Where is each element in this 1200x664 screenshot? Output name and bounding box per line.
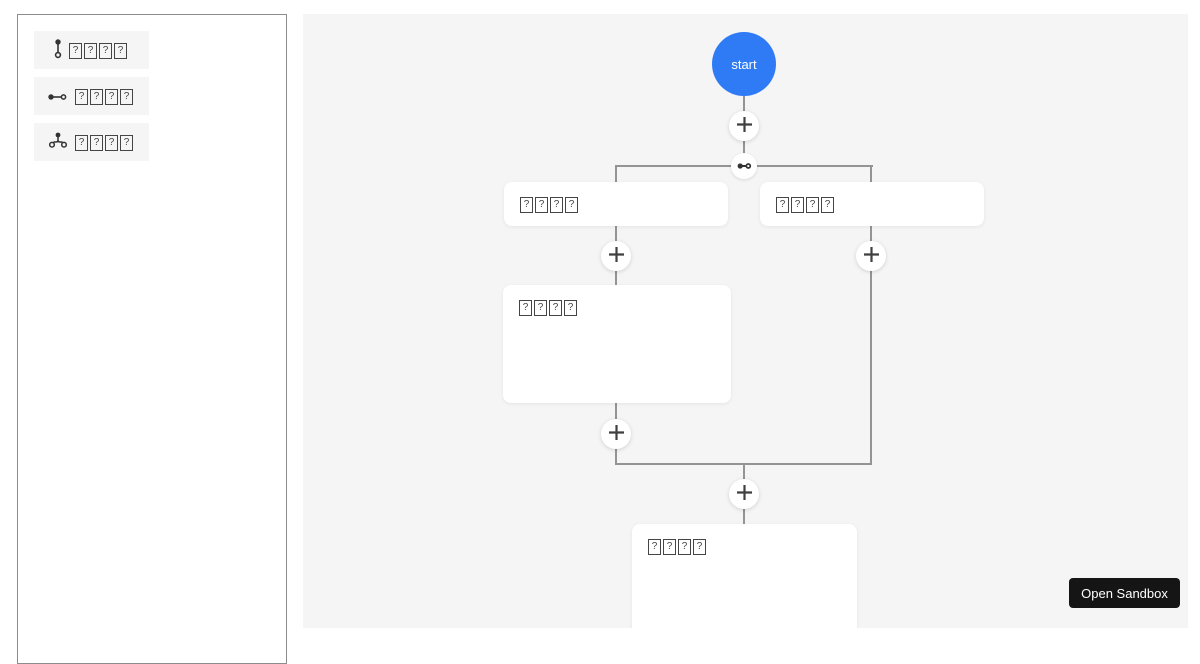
sidebar-item-label: ???? — [75, 87, 135, 105]
start-node[interactable]: start — [712, 32, 776, 96]
vertical-connector-icon — [54, 38, 62, 62]
add-node-button[interactable] — [601, 419, 631, 449]
horizontal-connector-icon — [48, 88, 68, 104]
flow-node-label: ???? — [520, 196, 580, 214]
flow-canvas[interactable]: ???? ???? ???? ???? start — [303, 14, 1188, 628]
open-sandbox-button[interactable]: Open Sandbox — [1069, 578, 1180, 608]
flow-node-label: ???? — [648, 538, 708, 556]
flow-node-branch-right[interactable]: ???? — [760, 182, 984, 226]
plus-icon — [736, 484, 753, 504]
plus-icon — [608, 424, 625, 444]
add-node-button[interactable] — [601, 241, 631, 271]
flow-node-label: ???? — [776, 196, 836, 214]
flow-node-left-detail[interactable]: ???? — [503, 285, 731, 403]
node-palette-sidebar: ???? ???? ???? — [17, 14, 287, 664]
flow-node-branch-left[interactable]: ???? — [504, 182, 728, 226]
edge-branch-right — [870, 165, 872, 465]
flow-node-bottom[interactable]: ???? — [632, 524, 857, 628]
start-node-label: start — [731, 56, 757, 72]
plus-icon — [736, 116, 753, 136]
sidebar-item-label: ???? — [75, 133, 135, 151]
sidebar-item-label: ???? — [69, 41, 129, 59]
add-node-button[interactable] — [856, 241, 886, 271]
add-node-button[interactable] — [729, 111, 759, 141]
sidebar-item-vertical-node[interactable]: ???? — [34, 31, 149, 69]
add-node-button[interactable] — [729, 479, 759, 509]
plus-icon — [863, 246, 880, 266]
open-sandbox-label: Open Sandbox — [1081, 585, 1168, 601]
flow-node-label: ???? — [519, 299, 579, 317]
branch-connector-node[interactable] — [731, 153, 757, 179]
plus-icon — [608, 246, 625, 266]
horizontal-connector-icon — [737, 157, 752, 175]
branch-connector-icon — [48, 132, 68, 153]
sidebar-item-branch-node[interactable]: ???? — [34, 123, 149, 161]
sidebar-item-horizontal-node[interactable]: ???? — [34, 77, 149, 115]
